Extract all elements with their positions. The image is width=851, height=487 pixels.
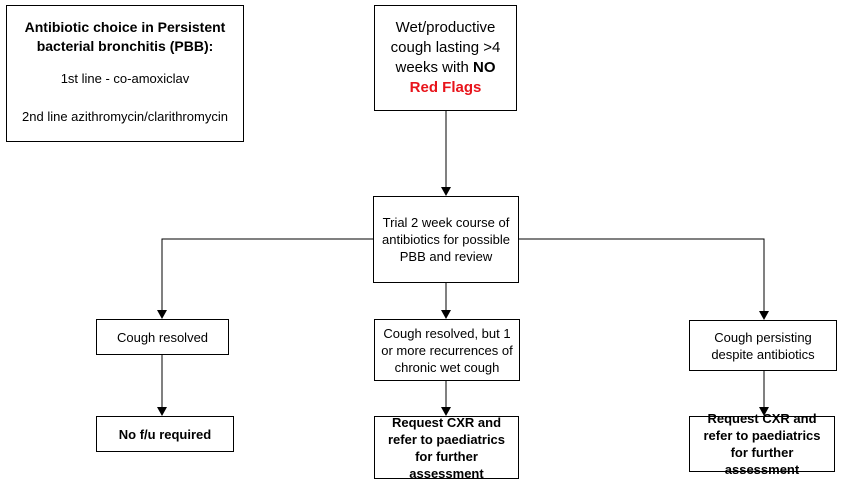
start-condition-red-flags: Red Flags	[409, 79, 482, 96]
cough-recurrences-box: Cough resolved, but 1 or more recurrence…	[374, 319, 520, 381]
antibiotic-info-title: Antibiotic choice in Persistent bacteria…	[24, 19, 226, 54]
connector-trial-to-left	[161, 238, 373, 310]
no-followup-text: No f/u required	[118, 426, 212, 442]
cough-recurrences-text: Cough resolved, but 1 or more recurrence…	[381, 325, 513, 375]
arrowhead-left-box	[157, 310, 167, 319]
cough-persisting-text: Cough persisting despite antibiotics	[711, 329, 815, 362]
trial-antibiotics-text: Trial 2 week course of antibiotics for p…	[382, 215, 510, 264]
antibiotic-info-box: Antibiotic choice in Persistent bacteria…	[6, 5, 244, 142]
no-followup-box: No f/u required	[96, 416, 234, 452]
start-condition-no: NO	[473, 59, 496, 76]
arrowhead-right-outcome	[759, 407, 769, 416]
antibiotic-second-line: 2nd line azithromycin/clarithromycin	[22, 109, 228, 124]
right-referral-text: Request CXR and refer to paediatrics for…	[703, 411, 821, 477]
trial-antibiotics-box: Trial 2 week course of antibiotics for p…	[373, 196, 519, 283]
cough-resolved-box: Cough resolved	[96, 319, 229, 355]
cough-persisting-box: Cough persisting despite antibiotics	[689, 320, 837, 371]
arrowhead-trial	[441, 187, 451, 196]
arrowhead-left-outcome	[157, 407, 167, 416]
cough-resolved-text: Cough resolved	[116, 329, 209, 345]
start-condition-box: Wet/productive cough lasting >4 weeks wi…	[374, 5, 517, 111]
right-referral-box: Request CXR and refer to paediatrics for…	[689, 411, 835, 477]
start-condition-main: Wet/productive cough lasting >4 weeks wi…	[390, 19, 501, 76]
arrowhead-middle-outcome	[441, 407, 451, 416]
arrowhead-middle-box	[441, 310, 451, 319]
middle-referral-text: Request CXR and refer to paediatrics for…	[387, 414, 506, 481]
arrowhead-right-box	[759, 311, 769, 320]
antibiotic-first-line: 1st line - co-amoxiclav	[60, 71, 190, 86]
start-condition-text: Wet/productive cough lasting >4 weeks wi…	[381, 18, 510, 98]
connector-trial-to-right	[519, 238, 765, 311]
middle-referral-box: Request CXR and refer to paediatrics for…	[374, 414, 519, 481]
